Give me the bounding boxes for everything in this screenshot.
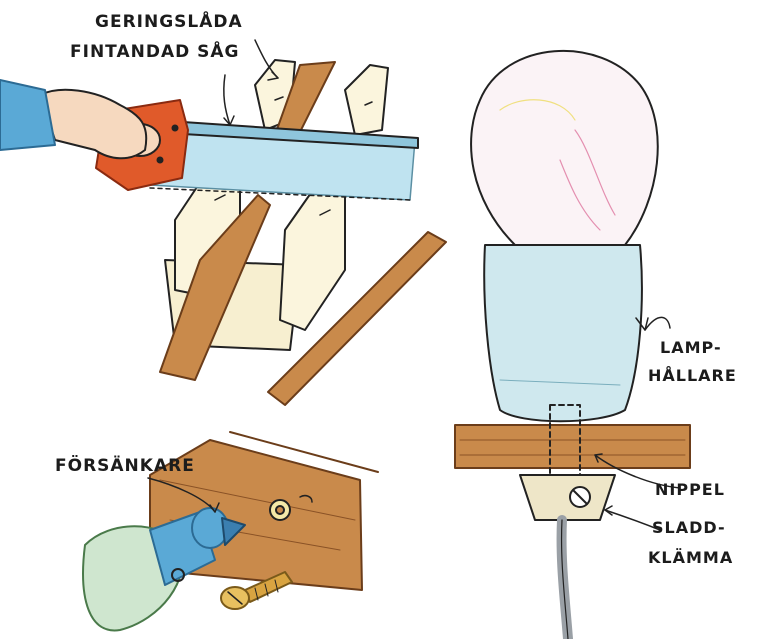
shelf-board	[454, 424, 691, 469]
label-fine-saw: FINTANDAD SÅG	[70, 42, 240, 62]
label-lamp-holder-line1: LAMP-	[660, 338, 722, 357]
leader-lines	[147, 39, 681, 531]
label-miter-box: GERINGSLÅDA	[95, 12, 243, 32]
label-countersink: FÖRSÄNKARE	[55, 456, 195, 476]
label-lamp-holder-line2: HÅLLARE	[648, 366, 737, 385]
label-nipple: NIPPEL	[655, 480, 725, 499]
drill	[82, 507, 246, 632]
power-cord	[556, 515, 573, 639]
lamp-holder	[483, 244, 643, 423]
cord-clamp	[519, 474, 616, 521]
label-cord-clamp-line1: SLADD-	[652, 518, 726, 537]
light-bulb	[470, 49, 659, 246]
hand	[0, 79, 148, 160]
wood-strip-loose	[267, 231, 447, 406]
screw	[220, 571, 293, 610]
nipple	[549, 404, 581, 491]
label-cord-clamp-line2: KLÄMMA	[648, 548, 734, 567]
